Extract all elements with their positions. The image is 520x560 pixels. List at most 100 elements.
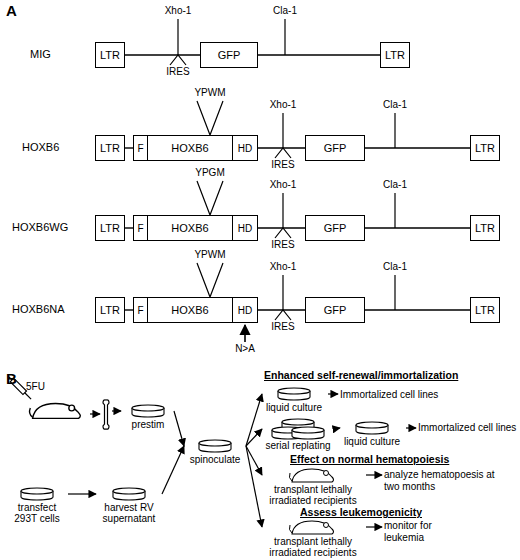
step-dish: spinoculate	[184, 438, 246, 465]
dish-rim	[282, 419, 314, 425]
panel-letter: A	[6, 2, 26, 19]
mouse-body	[292, 469, 334, 482]
mouse-ear	[69, 405, 75, 411]
construct-name: HOXB6NA	[12, 303, 92, 316]
flow-connector	[246, 394, 262, 446]
annotation: N>A	[225, 343, 265, 355]
step-mouse: transplant lethally irradiated recipient…	[262, 466, 364, 506]
site-tick	[394, 193, 395, 228]
site-tick	[282, 275, 283, 310]
flow-arrow	[366, 526, 382, 527]
site-tick	[394, 275, 395, 310]
annotation: Immortalized cell lines	[340, 389, 452, 401]
node-text: LTR	[100, 222, 120, 234]
dish-stack	[270, 418, 326, 440]
vector-backbone	[258, 54, 380, 55]
ires-mark	[275, 310, 291, 320]
ltr-box: LTR	[470, 215, 500, 241]
dish-rim	[132, 405, 164, 411]
dish-rim	[278, 388, 310, 394]
ires-mark	[275, 228, 291, 238]
step-dish: transfect 293T cells	[6, 486, 68, 524]
gfp-box: GFP	[305, 215, 365, 241]
ires-mark	[170, 55, 186, 65]
mutation-arrow	[244, 325, 246, 342]
step-mouse: transplant lethally irradiated recipient…	[262, 518, 364, 558]
flow-arrow	[366, 474, 382, 475]
flow-connector	[162, 446, 184, 494]
ltr-box: LTR	[470, 135, 500, 161]
annotation: Cla-1	[375, 179, 415, 191]
flag-box: F	[133, 297, 148, 323]
node-text: prestim	[132, 419, 165, 430]
syringe-needle	[25, 393, 31, 399]
flow-arrow	[112, 410, 121, 411]
node-text: HOXB6	[171, 142, 208, 154]
node-text: HOXB6	[171, 304, 208, 316]
petri-dish	[354, 420, 390, 436]
annotation: Xho-1	[263, 99, 303, 111]
ltr-box: LTR	[95, 135, 125, 161]
petri-dish	[130, 403, 166, 419]
dish-rim	[292, 427, 324, 433]
petri-dish	[197, 438, 233, 454]
annotation: IRES	[263, 321, 303, 333]
mouse-icon	[30, 403, 81, 418]
vector-backbone	[125, 54, 200, 55]
flow-arrow	[328, 393, 338, 394]
node-text: harvest RV supernatant	[96, 502, 162, 524]
gfp-box: GFP	[305, 297, 365, 323]
flow-connector	[334, 428, 340, 429]
node-text: LTR	[475, 304, 495, 316]
node-text: LTR	[475, 222, 495, 234]
annotation: YPWM	[185, 249, 235, 261]
flow-connector	[68, 493, 96, 494]
node-text: GFP	[324, 222, 347, 234]
dish-rim	[21, 488, 53, 494]
ires-mark	[275, 148, 291, 158]
site-tick	[177, 19, 178, 55]
node-text: GFP	[324, 304, 347, 316]
step-dish: liquid culture	[340, 420, 404, 447]
node-text: liquid culture	[344, 436, 400, 447]
ltr-box: LTR	[95, 215, 125, 241]
petri-dish	[111, 486, 147, 502]
site-tick	[282, 113, 283, 148]
mouse-body	[292, 521, 334, 534]
step-dish: prestim	[122, 403, 174, 430]
node-text: transplant lethally irradiated recipient…	[262, 484, 364, 506]
mouse-body	[33, 403, 81, 418]
node-text: HD	[238, 143, 252, 154]
vector-backbone	[258, 227, 305, 228]
site-tick	[394, 113, 395, 148]
vector-backbone	[365, 147, 470, 148]
flow-connector	[246, 446, 262, 527]
annotation: YPGM	[185, 167, 235, 179]
annotation: YPWM	[185, 87, 235, 99]
node-text: GFP	[218, 49, 241, 61]
node-text: LTR	[100, 142, 120, 154]
node-text: LTR	[385, 49, 405, 61]
flow-connector	[246, 429, 262, 446]
vector-backbone	[365, 227, 470, 228]
node-text: liquid culture	[266, 402, 322, 413]
motif-pointer	[197, 263, 223, 297]
node-text: serial replating	[265, 440, 330, 451]
dish-rim	[356, 422, 388, 428]
homeodomain-box: HD	[232, 135, 258, 161]
ltr-box: LTR	[380, 42, 410, 68]
node-text: spinoculate	[190, 454, 241, 465]
annotation: Xho-1	[263, 261, 303, 273]
section-heading: Assess leukemogenicity	[300, 506, 422, 518]
node-text: LTR	[100, 49, 120, 61]
step-dish-stack: serial replating	[262, 418, 334, 451]
mouse-tail	[30, 408, 33, 417]
annotation: monitor for leukemia	[384, 520, 454, 543]
annotation: Xho-1	[158, 5, 198, 17]
ltr-box: LTR	[95, 42, 125, 68]
dish-rim	[199, 440, 231, 446]
annotation: IRES	[263, 239, 303, 251]
node-text: transfect 293T cells	[6, 502, 68, 524]
annotation: Cla-1	[375, 261, 415, 273]
